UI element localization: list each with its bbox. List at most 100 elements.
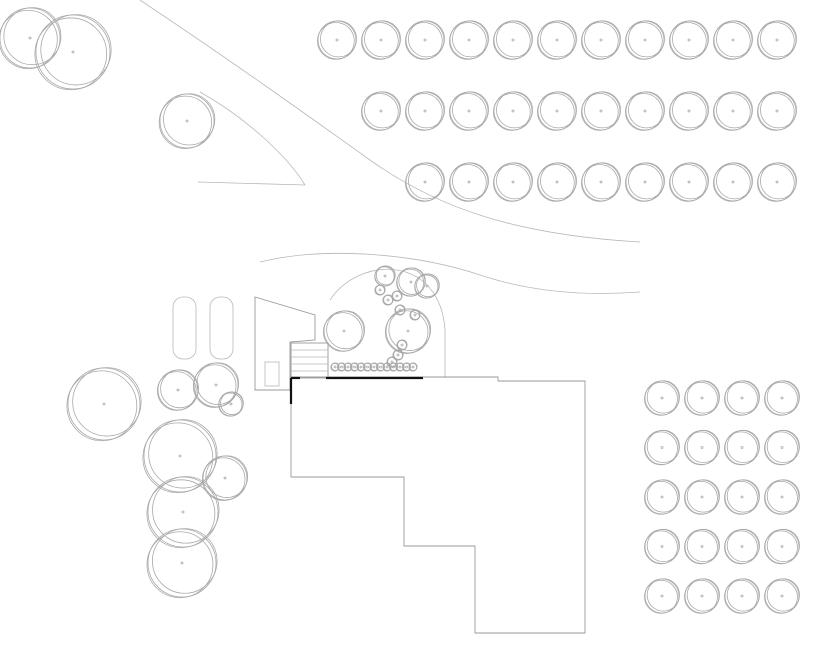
tree-icon xyxy=(396,267,426,297)
patio-outline xyxy=(254,296,316,391)
tree-icon xyxy=(34,14,112,91)
tree-icon xyxy=(157,369,200,411)
tree-icon xyxy=(764,528,800,565)
tree-icon xyxy=(537,20,577,60)
paths xyxy=(139,0,641,378)
tree-icon xyxy=(684,380,720,416)
building xyxy=(289,376,586,634)
curved-path-north xyxy=(139,0,641,243)
parked-cars xyxy=(172,296,234,360)
tree-icon xyxy=(396,339,408,351)
tree-icon xyxy=(382,362,392,372)
tree-icon xyxy=(392,349,404,361)
tree-icon xyxy=(405,162,445,202)
tree-icon xyxy=(449,91,489,131)
tree-icon xyxy=(361,20,401,60)
tree-icon xyxy=(757,20,797,60)
tree-icon xyxy=(713,162,753,202)
tree-icon xyxy=(374,265,396,287)
tree-icon xyxy=(142,419,218,494)
tree-icon xyxy=(684,578,720,614)
tree-icon xyxy=(757,162,797,202)
tree-icon xyxy=(644,429,680,466)
tree-icon xyxy=(493,162,533,202)
tree-icon xyxy=(394,304,406,316)
tree-icon xyxy=(581,162,621,202)
tree-icon xyxy=(66,367,142,442)
tree-icon xyxy=(369,362,379,372)
tree-icon xyxy=(625,20,665,60)
tree-icon xyxy=(408,362,418,372)
tree-icon xyxy=(322,310,366,352)
trees xyxy=(0,7,800,614)
tree-icon xyxy=(405,91,445,131)
tree-icon xyxy=(764,578,800,614)
tree-icon xyxy=(493,91,533,131)
tree-icon xyxy=(724,380,760,416)
tree-icon xyxy=(395,362,405,372)
stairs xyxy=(290,342,329,379)
tree-icon xyxy=(669,91,709,131)
curved-path-inner xyxy=(197,91,306,186)
tree-icon xyxy=(391,290,403,302)
tree-icon xyxy=(146,476,220,549)
patio xyxy=(254,296,329,391)
building-outline xyxy=(290,376,586,634)
tree-icon xyxy=(361,91,401,131)
tree-icon xyxy=(330,362,340,372)
tree-icon xyxy=(724,479,760,515)
tree-icon xyxy=(349,362,360,372)
tree-icon xyxy=(386,356,398,368)
curved-path-south xyxy=(259,252,641,294)
table xyxy=(264,361,280,387)
tree-icon xyxy=(218,391,244,417)
tree-icon xyxy=(146,528,218,599)
car xyxy=(172,296,197,360)
tree-icon xyxy=(317,20,357,60)
tree-icon xyxy=(724,578,760,614)
tree-icon xyxy=(764,479,800,515)
tree-icon xyxy=(414,273,440,299)
tree-icon xyxy=(644,479,680,515)
garden-arc xyxy=(329,269,446,378)
tree-icon xyxy=(581,20,621,60)
tree-icon xyxy=(449,20,489,60)
tree-icon xyxy=(336,362,347,372)
tree-icon xyxy=(644,528,680,565)
tree-icon xyxy=(684,528,720,565)
tree-icon xyxy=(669,162,709,202)
tree-icon xyxy=(581,91,621,131)
tree-icon xyxy=(669,20,709,60)
tree-icon xyxy=(757,91,797,131)
tree-icon xyxy=(201,455,249,501)
tree-icon xyxy=(537,162,577,202)
tree-icon xyxy=(724,429,760,466)
tree-icon xyxy=(405,20,445,60)
tree-icon xyxy=(724,528,760,565)
tree-icon xyxy=(493,20,533,60)
tree-icon xyxy=(644,578,680,614)
tree-icon xyxy=(375,362,386,372)
tree-icon xyxy=(713,91,753,131)
tree-icon xyxy=(644,380,680,416)
tree-icon xyxy=(684,429,720,466)
tree-icon xyxy=(158,93,216,149)
tree-icon xyxy=(537,91,577,131)
tree-icon xyxy=(343,362,353,372)
tree-icon xyxy=(388,362,399,372)
tree-icon xyxy=(409,309,421,321)
tree-icon xyxy=(764,380,800,416)
tree-icon xyxy=(449,162,489,202)
car xyxy=(209,296,234,360)
tree-icon xyxy=(374,284,386,296)
tree-icon xyxy=(384,308,432,354)
tree-icon xyxy=(362,362,373,372)
tree-icon xyxy=(192,362,240,408)
tree-icon xyxy=(401,362,412,372)
tree-icon xyxy=(625,162,665,202)
tree-icon xyxy=(713,20,753,60)
tree-icon xyxy=(684,479,720,515)
tree-icon xyxy=(764,429,800,466)
tree-icon xyxy=(0,7,62,69)
